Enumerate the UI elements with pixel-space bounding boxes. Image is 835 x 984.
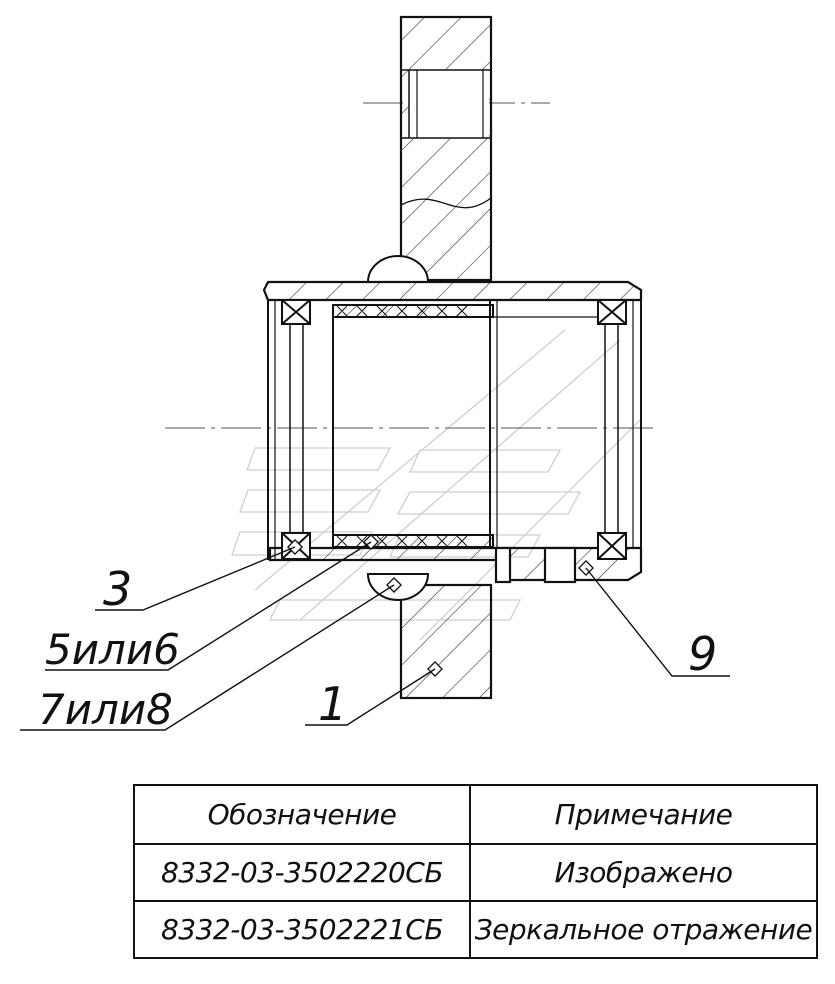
housing-section [262, 280, 643, 584]
cell-designation: 8332-03-3502220СБ [133, 843, 471, 902]
bushing-section [332, 300, 600, 548]
callout-9: 9 [688, 627, 717, 681]
callout-5: 5или6 [45, 625, 180, 674]
cell-note: Зеркальное отражение [469, 900, 818, 959]
callout-1: 1 [318, 677, 347, 731]
table-header-row: Обозначение Примечание [133, 784, 818, 845]
header-designation: Обозначение [133, 784, 471, 845]
cell-designation: 8332-03-3502221СБ [133, 900, 471, 959]
table-row: 8332-03-3502220СБ Изображено [133, 843, 818, 902]
cell-note: Изображено [469, 843, 818, 902]
callout-3: 3 [103, 562, 132, 616]
part-1-plate [399, 15, 493, 700]
header-note: Примечание [469, 784, 818, 845]
leader-lines [20, 541, 730, 731]
specification-table: Обозначение Примечание 8332-03-3502220СБ… [133, 784, 818, 959]
callout-labels: 3 5или6 7или8 1 9 [38, 562, 717, 734]
table-row: 8332-03-3502221СБ Зеркальное отражение [133, 900, 818, 959]
callout-7: 7или8 [38, 685, 173, 734]
